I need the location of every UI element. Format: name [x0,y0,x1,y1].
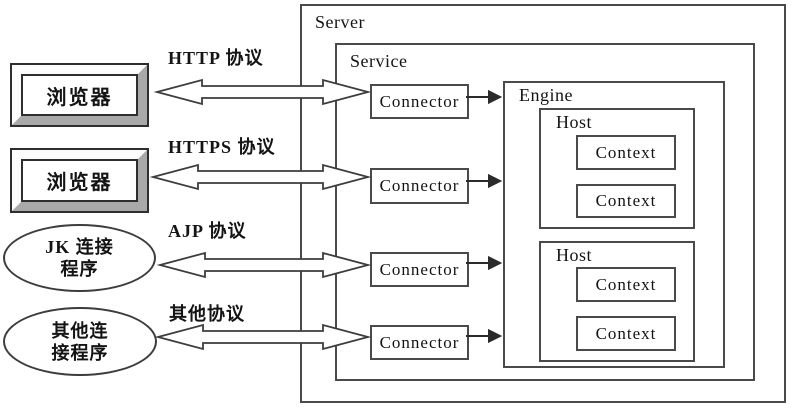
context-label: Context [595,191,657,210]
context-label: Context [595,323,657,343]
connector-box-2: Connector [370,168,469,204]
context-box-1: Context [576,135,676,170]
context-box-3: Context [576,267,676,302]
host-box-1: Host Context Context [539,108,695,229]
ellipse-label-line1: 其他连 [51,320,109,341]
ellipse-label-line2: 程序 [60,259,99,279]
context-box-2: Context [576,184,676,218]
protocol-label-http: HTTP 协议 [168,48,264,68]
browser-screen: 浏览器 [21,74,138,116]
browser-bevel: 浏览器 [12,150,147,211]
context-label: Context [595,142,657,162]
browser-box-2: 浏览器 [10,148,149,213]
host-box-2: Host Context Context [539,241,695,362]
browser-box-1: 浏览器 [10,63,149,127]
server-label: Server [315,12,365,32]
engine-label: Engine [519,85,573,105]
ellipse-label-line1: JK 连接 [45,237,114,257]
ellipse-label-line2: 接程序 [51,342,109,363]
browser-label: 浏览器 [46,86,113,109]
server-box: Server Service Connector Connector Conne… [300,4,786,403]
connector-label: Connector [379,176,460,195]
protocol-label-ajp: AJP 协议 [168,221,247,241]
engine-box: Engine Host Context Context Host Context [503,81,725,368]
browser-label: 浏览器 [46,172,113,194]
browser-screen: 浏览器 [21,159,138,202]
connector-box-1: Connector [370,84,469,119]
connector-label: Connector [379,332,460,352]
host-label: Host [556,112,593,132]
connector-box-4: Connector [370,325,469,360]
service-label: Service [350,51,408,71]
host-label: Host [556,245,593,265]
protocol-label-other: 其他协议 [169,304,245,324]
jk-program-ellipse: JK 连接 程序 [3,224,156,292]
connector-label: Connector [379,91,460,111]
connector-box-3: Connector [370,252,469,287]
browser-bevel: 浏览器 [12,65,147,125]
protocol-label-https: HTTPS 协议 [168,137,276,157]
service-box: Service Connector Connector Connector Co… [335,43,755,381]
context-label: Context [595,274,657,294]
connector-label: Connector [379,259,460,279]
context-box-4: Context [576,316,676,351]
other-program-ellipse: 其他连 接程序 [3,307,157,376]
